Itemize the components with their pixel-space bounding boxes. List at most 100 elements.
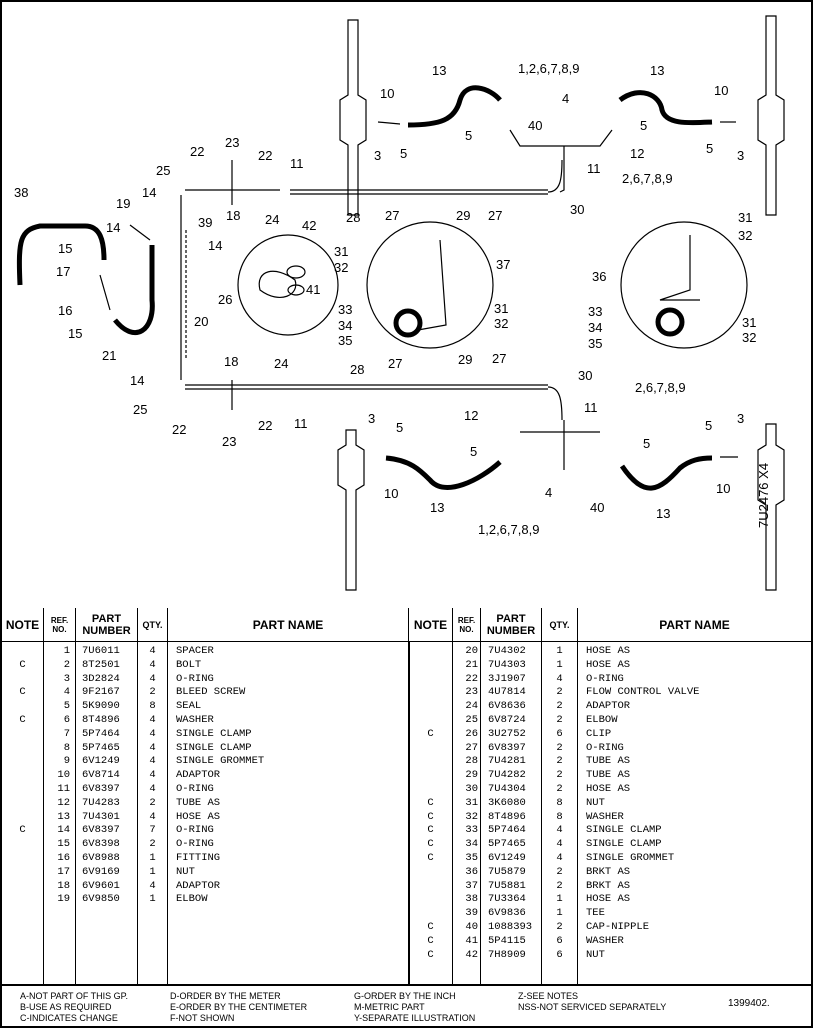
parts-ref-cell: 31 <box>465 796 478 809</box>
parts-qty-cell: 2 <box>556 769 563 782</box>
svg-text:12: 12 <box>464 408 478 423</box>
svg-text:31: 31 <box>334 244 348 259</box>
parts-note-cell <box>2 755 43 769</box>
parts-ref-cell: 4 <box>63 686 70 699</box>
parts-part-cell: 6V8397 <box>82 783 120 795</box>
svg-text:3: 3 <box>737 148 744 163</box>
parts-part-cell: 7U4281 <box>488 755 526 768</box>
parts-note-cell <box>2 700 43 714</box>
wheel-housing-top-right <box>757 15 785 216</box>
hydraulic-line-diagram: 1,2,6,7,8,9 2,6,7,8,9 2,6,7,8,9 1,2,6,7,… <box>14 15 785 591</box>
parts-name-cell: CAP-NIPPLE <box>586 921 650 933</box>
hose-13-top-right <box>618 90 713 126</box>
svg-text:33: 33 <box>338 302 352 317</box>
legend-col-3: G-ORDER BY THE INCH M-METRIC PART Y-SEPA… <box>354 991 475 1024</box>
parts-part-cell: 6V8714 <box>82 769 120 782</box>
parts-part-cell: 8T2501 <box>82 658 120 671</box>
parts-name-cell: O-RING <box>176 838 214 851</box>
parts-name-cell: FITTING <box>176 852 221 864</box>
parts-name-cell: TUBE AS <box>586 755 631 768</box>
svg-text:18: 18 <box>226 208 240 223</box>
parts-note-cell <box>2 673 43 687</box>
parts-name-cell: O-RING <box>586 741 624 754</box>
parts-qty-cell: 6 <box>556 934 563 947</box>
parts-note-cell <box>2 838 43 852</box>
svg-text:32: 32 <box>742 330 756 345</box>
svg-text:22: 22 <box>190 144 204 159</box>
parts-part-cell: 8T4896 <box>82 714 120 726</box>
parts-part-cell: 6V9850 <box>82 893 120 906</box>
svg-text:5: 5 <box>705 418 712 433</box>
parts-part-cell: 3J1907 <box>488 672 526 685</box>
parts-name-cell: SINGLE CLAMP <box>176 727 252 740</box>
svg-text:14: 14 <box>106 220 120 235</box>
parts-qty-cell: 6 <box>556 727 563 740</box>
parts-note-cell <box>409 907 452 921</box>
parts-ref-cell: 39 <box>465 907 478 920</box>
parts-note-cell <box>409 893 452 907</box>
parts-ref-cell: 14 <box>57 824 70 837</box>
parts-qty-cell: 4 <box>149 672 156 685</box>
parts-qty-cell: 8 <box>556 796 563 809</box>
svg-text:13: 13 <box>430 500 444 515</box>
legend-item: NSS-NOT SERVICED SEPARATELY <box>518 1002 667 1012</box>
parts-name-cell: O-RING <box>176 672 214 685</box>
parts-ref-cell: 10 <box>57 769 70 782</box>
parts-note-cell: C <box>427 921 434 933</box>
parts-qty-cell: 4 <box>556 838 563 851</box>
parts-note-cell: C <box>427 796 434 809</box>
svg-text:1,2,6,7,8,9: 1,2,6,7,8,9 <box>518 61 579 76</box>
parts-note-cell <box>409 714 452 728</box>
parts-name-cell: SINGLE GROMMET <box>586 852 675 864</box>
header-qty-left: QTY. <box>138 608 168 642</box>
parts-qty-cell: 7 <box>149 824 156 837</box>
parts-note-cell <box>409 783 452 797</box>
parts-part-cell: 1088393 <box>488 921 533 933</box>
parts-part-cell: 3K6080 <box>488 796 526 809</box>
parts-name-cell: SEAL <box>176 700 202 713</box>
parts-qty-cell: 2 <box>149 838 156 851</box>
svg-text:10: 10 <box>716 481 730 496</box>
parts-ref-cell: 24 <box>465 700 478 713</box>
parts-name-cell: O-RING <box>586 672 624 685</box>
legend-col-2: D-ORDER BY THE METER E-ORDER BY THE CENT… <box>170 991 307 1024</box>
parts-part-cell: 3D2824 <box>82 672 120 685</box>
svg-text:27: 27 <box>488 208 502 223</box>
svg-text:2,6,7,8,9: 2,6,7,8,9 <box>622 171 673 186</box>
parts-name-cell: HOSE AS <box>586 645 631 657</box>
svg-text:37: 37 <box>496 257 510 272</box>
parts-qty-cell: 1 <box>556 645 563 657</box>
parts-name-cell: TUBE AS <box>176 796 221 809</box>
svg-text:13: 13 <box>650 63 664 78</box>
legend-item: A-NOT PART OF THIS GP. <box>20 991 129 1001</box>
svg-text:10: 10 <box>384 486 398 501</box>
parts-qty-cell: 2 <box>149 686 156 699</box>
parts-note-cell <box>409 686 452 700</box>
parts-ref-cell: 35 <box>465 852 478 864</box>
legend-item: D-ORDER BY THE METER <box>170 991 281 1001</box>
parts-ref-cell: 21 <box>465 658 478 671</box>
parts-ref-cell: 25 <box>465 714 478 726</box>
svg-text:3: 3 <box>374 148 381 163</box>
parts-name-cell: TEE <box>586 907 605 920</box>
parts-part-cell: 6V1249 <box>82 755 120 768</box>
parts-ref-cell: 41 <box>465 934 478 947</box>
parts-qty-cell: 4 <box>149 783 156 795</box>
parts-ref-cell: 22 <box>465 672 478 685</box>
svg-text:14: 14 <box>130 373 144 388</box>
parts-note-cell <box>409 880 452 894</box>
svg-text:11: 11 <box>294 416 308 431</box>
parts-ref-cell: 7 <box>63 727 70 740</box>
parts-note-cell <box>2 797 43 811</box>
parts-name-cell: WASHER <box>176 714 214 726</box>
parts-part-cell: 7U4301 <box>82 810 120 823</box>
header-ref-left: REF. NO. <box>44 608 76 642</box>
parts-note-cell <box>409 645 452 659</box>
parts-part-cell: 6V9836 <box>488 907 526 920</box>
svg-text:23: 23 <box>222 434 236 449</box>
parts-ref-cell: 13 <box>57 810 70 823</box>
svg-text:40: 40 <box>528 118 542 133</box>
svg-text:41: 41 <box>306 282 320 297</box>
header-note-right: NOTE <box>409 608 453 642</box>
parts-note-cell <box>409 755 452 769</box>
